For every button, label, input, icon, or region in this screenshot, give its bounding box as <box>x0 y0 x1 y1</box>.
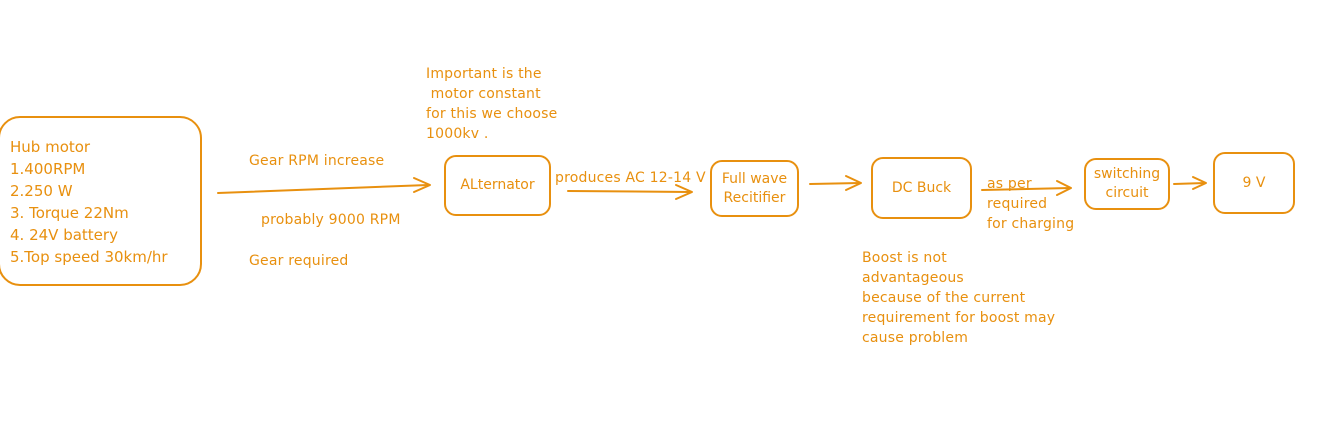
arrow-switching-to-output <box>1173 182 1206 185</box>
arrowhead-hub-to-alternator <box>413 177 431 193</box>
produces-ac-label: produces AC 12-14 V <box>555 170 706 186</box>
note-line: requirement for boost may <box>862 310 1056 326</box>
motor-constant-note: Important is the motor constant for this… <box>426 64 557 144</box>
arrow-buck-to-switching <box>981 187 1071 191</box>
as-per-note: as per required for charging <box>987 174 1074 234</box>
note-line: for this we choose <box>426 106 558 122</box>
dc-buck-box: DC Buck <box>871 157 972 219</box>
output-label: 9 V <box>1242 174 1266 191</box>
hub-motor-line: 3. Torque 22Nm <box>10 204 129 222</box>
hub-motor-line: 1.400RPM <box>10 160 86 178</box>
arrowhead-switching-to-output <box>1192 176 1207 190</box>
note-line: for charging <box>987 216 1075 232</box>
alternator-label: ALternator <box>460 177 535 193</box>
hub-motor-line: 5.Top speed 30km/hr <box>10 248 168 266</box>
boost-note: Boost is not advantageous because of the… <box>862 248 1055 348</box>
note-line: Boost is not <box>862 250 947 266</box>
note-line: advantageous <box>862 270 964 286</box>
arrowhead-alternator-to-rectifier <box>675 184 693 200</box>
gear-rpm-label: Gear RPM increase <box>249 153 385 169</box>
arrow-rectifier-to-buck <box>809 182 861 185</box>
switching-line: circuit <box>1105 185 1149 201</box>
alternator-box: ALternator <box>444 155 551 216</box>
hub-motor-line: 4. 24V battery <box>10 226 118 244</box>
note-line: Important is the <box>426 66 542 82</box>
rectifier-box: Full wave Recitifier <box>710 160 799 217</box>
note-line: 1000kv . <box>426 126 489 142</box>
hub-motor-line: Hub motor <box>10 138 91 156</box>
probably-rpm-label: probably 9000 RPM <box>261 212 401 228</box>
arrow-alternator-to-rectifier <box>567 190 691 193</box>
hub-motor-line: 2.250 W <box>10 182 73 200</box>
arrowhead-rectifier-to-buck <box>845 175 862 191</box>
gear-required-label: Gear required <box>249 253 349 269</box>
hub-motor-box: Hub motor 1.400RPM 2.250 W 3. Torque 22N… <box>0 116 202 286</box>
note-line: cause problem <box>862 330 969 346</box>
note-line: required <box>987 196 1048 212</box>
output-9v-box: 9 V <box>1213 152 1295 214</box>
arrowhead-buck-to-switching <box>1056 180 1072 196</box>
rectifier-line: Full wave <box>721 170 788 187</box>
note-line: as per <box>987 176 1032 192</box>
hub-motor-specs: Hub motor 1.400RPM 2.250 W 3. Torque 22N… <box>10 136 168 268</box>
dc-buck-label: DC Buck <box>891 179 952 196</box>
note-line: because of the current <box>862 290 1026 306</box>
arrow-hub-to-alternator <box>217 184 429 194</box>
note-line: motor constant <box>426 86 541 102</box>
rectifier-line: Recitifier <box>723 189 786 206</box>
switching-line: switching <box>1093 166 1161 182</box>
switching-circuit-box: switching circuit <box>1084 158 1170 210</box>
